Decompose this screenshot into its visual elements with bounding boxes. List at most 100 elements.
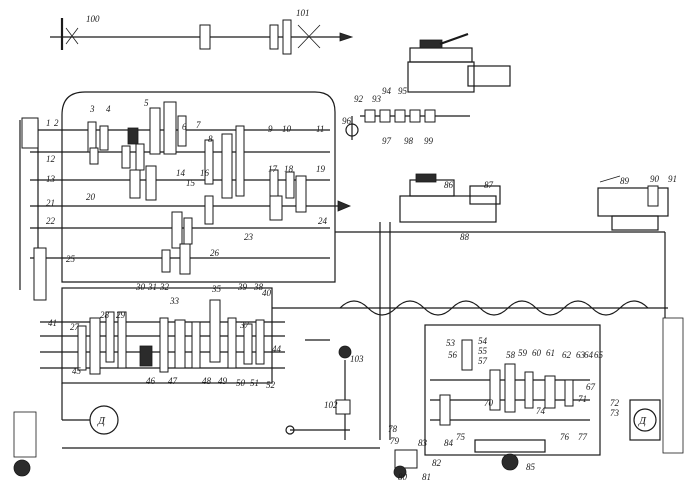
label-75: 75 [456,432,466,442]
label-25: 25 [66,254,76,264]
label-31: 31 [147,282,157,292]
label-100: 100 [86,14,100,24]
label-39: 39 [237,282,248,292]
label-63: 63 [576,350,586,360]
label-59: 59 [518,348,528,358]
label-78: 78 [388,424,398,434]
label-44: 44 [272,344,282,354]
label-98: 98 [404,136,414,146]
label-47: 47 [168,376,178,386]
label-67: 67 [586,382,596,392]
carriage-cross-slide [379,173,501,440]
label-7: 7 [196,120,201,130]
label-16: 16 [200,168,210,178]
label-20: 20 [86,192,96,202]
label-51: 51 [250,378,259,388]
label-4: 4 [106,104,111,114]
label-8: 8 [208,134,213,144]
label-26: 26 [210,248,220,258]
label-1: 1 [46,118,51,128]
label-72: 72 [610,398,620,408]
label-35: 35 [211,284,222,294]
label-9: 9 [268,124,273,134]
label-14: 14 [176,168,186,178]
label-86: 86 [444,180,454,190]
label-10: 10 [282,124,292,134]
label-88: 88 [460,232,470,242]
label-33: 33 [169,296,180,306]
label-94: 94 [382,86,392,96]
label-73: 73 [610,408,620,418]
label-61: 61 [546,348,555,358]
label-74: 74 [536,406,546,416]
label-54: 54 [478,336,488,346]
label-90: 90 [650,174,660,184]
label-102: 102 [324,400,338,410]
label-3: 3 [89,104,95,114]
label-18: 18 [284,164,294,174]
label-49: 49 [218,376,228,386]
label-103: 103 [350,354,364,364]
label-84: 84 [444,438,454,448]
label-15: 15 [186,178,196,188]
label-83: 83 [418,438,428,448]
label-77: 77 [578,432,588,442]
label-19: 19 [316,164,326,174]
apron-box [424,324,601,471]
label-28: 28 [100,310,110,320]
label-96: 96 [342,116,352,126]
label-62: 62 [562,350,572,360]
label-29: 29 [116,310,126,320]
label-23: 23 [244,232,254,242]
label-60: 60 [532,348,542,358]
feed-box-gears [77,299,265,375]
label-93: 93 [372,94,382,104]
label-6: 6 [182,122,187,132]
label-2: 2 [54,118,59,128]
label-32: 32 [159,282,170,292]
lead-screw [272,231,668,318]
label-13: 13 [46,174,56,184]
label-99: 99 [424,136,434,146]
label-53: 53 [446,338,456,348]
label-46: 46 [146,376,156,386]
label-87: 87 [484,180,494,190]
label-11: 11 [316,124,324,134]
label-48: 48 [202,376,212,386]
label-65: 65 [594,350,604,360]
label-50: 50 [236,378,246,388]
top-shaft-assembly [50,18,354,55]
label-85: 85 [526,462,536,472]
label-41: 41 [48,318,57,328]
label-81: 81 [422,472,431,482]
rapid-motor: Д [629,317,684,454]
label-82: 82 [432,458,442,468]
tailstock [597,175,669,231]
label-38: 38 [253,282,264,292]
label-80: 80 [398,472,408,482]
label-89: 89 [620,176,630,186]
label-52: 52 [266,380,276,390]
label-40: 40 [262,288,272,298]
label-57: 57 [478,356,488,366]
label-24: 24 [318,216,328,226]
label-58: 58 [506,350,516,360]
label-101: 101 [296,8,310,18]
handwheel-linkage [285,339,418,479]
label-91: 91 [668,174,677,184]
label-37: 37 [239,320,250,330]
label-79: 79 [390,436,400,446]
label-5: 5 [144,98,149,108]
label-22: 22 [46,216,56,226]
label-21: 21 [46,198,55,208]
label-95: 95 [398,86,408,96]
label-12: 12 [46,154,56,164]
main-motor-label: Д [97,415,106,427]
main-motor: Д [13,383,380,477]
tool-post-top [345,32,511,140]
label-56: 56 [448,350,458,360]
label-97: 97 [382,136,392,146]
label-55: 55 [478,346,488,356]
label-70: 70 [484,398,494,408]
